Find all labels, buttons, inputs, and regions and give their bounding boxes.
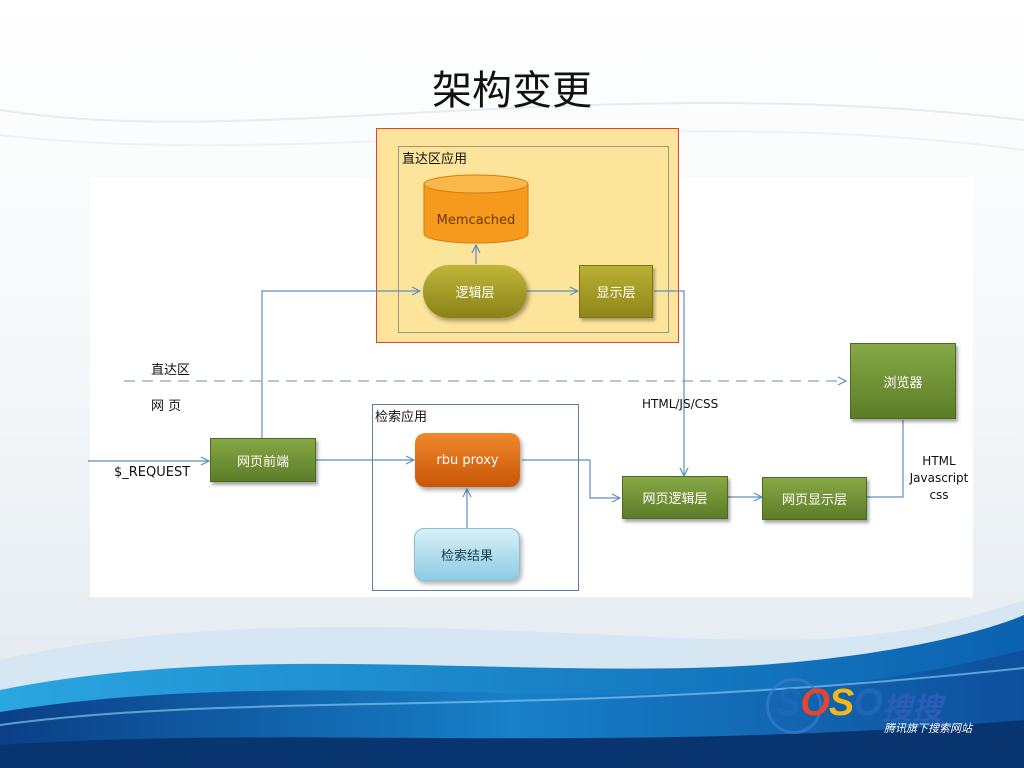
proxy-to-weblogic-edge: [522, 459, 620, 498]
logo-chinese: 搜搜: [882, 692, 942, 727]
webdisplay-to-browser-edge: [867, 420, 904, 498]
browser-html-label: HTML: [922, 454, 956, 468]
memcached-cylinder: [423, 174, 529, 244]
web-display-layer-node: 网页显示层: [762, 477, 867, 520]
browser-node: 浏览器: [850, 343, 956, 419]
display-to-weblogic-edge: [654, 290, 684, 476]
html-js-css-label: HTML/JS/CSS: [642, 397, 719, 411]
logo-ring-icon: [766, 678, 822, 734]
frontend-to-logic-edge: [261, 291, 420, 438]
logo-wordmark: SOSO: [776, 682, 883, 724]
search-results-node: 检索结果: [414, 528, 520, 581]
web-area-label: 网 页: [151, 399, 182, 414]
soso-logo: SOSO 搜搜 腾讯旗下搜索网站: [760, 676, 990, 738]
browser-css-label: css: [929, 488, 949, 502]
search-app-zone: [372, 404, 579, 591]
display-layer-node: 显示层: [579, 265, 653, 318]
direct-app-inner-frame: [398, 146, 669, 333]
direct-area-label: 直达区: [151, 363, 191, 378]
logic-layer-node: 逻辑层: [423, 265, 527, 318]
web-frontend-node: 网页前端: [210, 438, 316, 482]
logo-tagline: 腾讯旗下搜索网站: [884, 722, 972, 735]
search-app-zone-label: 检索应用: [375, 410, 428, 425]
memcached-node-label: Memcached: [436, 212, 516, 228]
rbu-proxy-node: rbu proxy: [415, 433, 520, 487]
request-label: $_REQUEST: [114, 465, 191, 480]
web-logic-layer-node: 网页逻辑层: [622, 476, 728, 519]
browser-js-label: Javascript: [909, 471, 969, 485]
slide-title: 架构变更: [432, 68, 592, 114]
direct-app-zone-label: 直达区应用: [402, 152, 468, 167]
